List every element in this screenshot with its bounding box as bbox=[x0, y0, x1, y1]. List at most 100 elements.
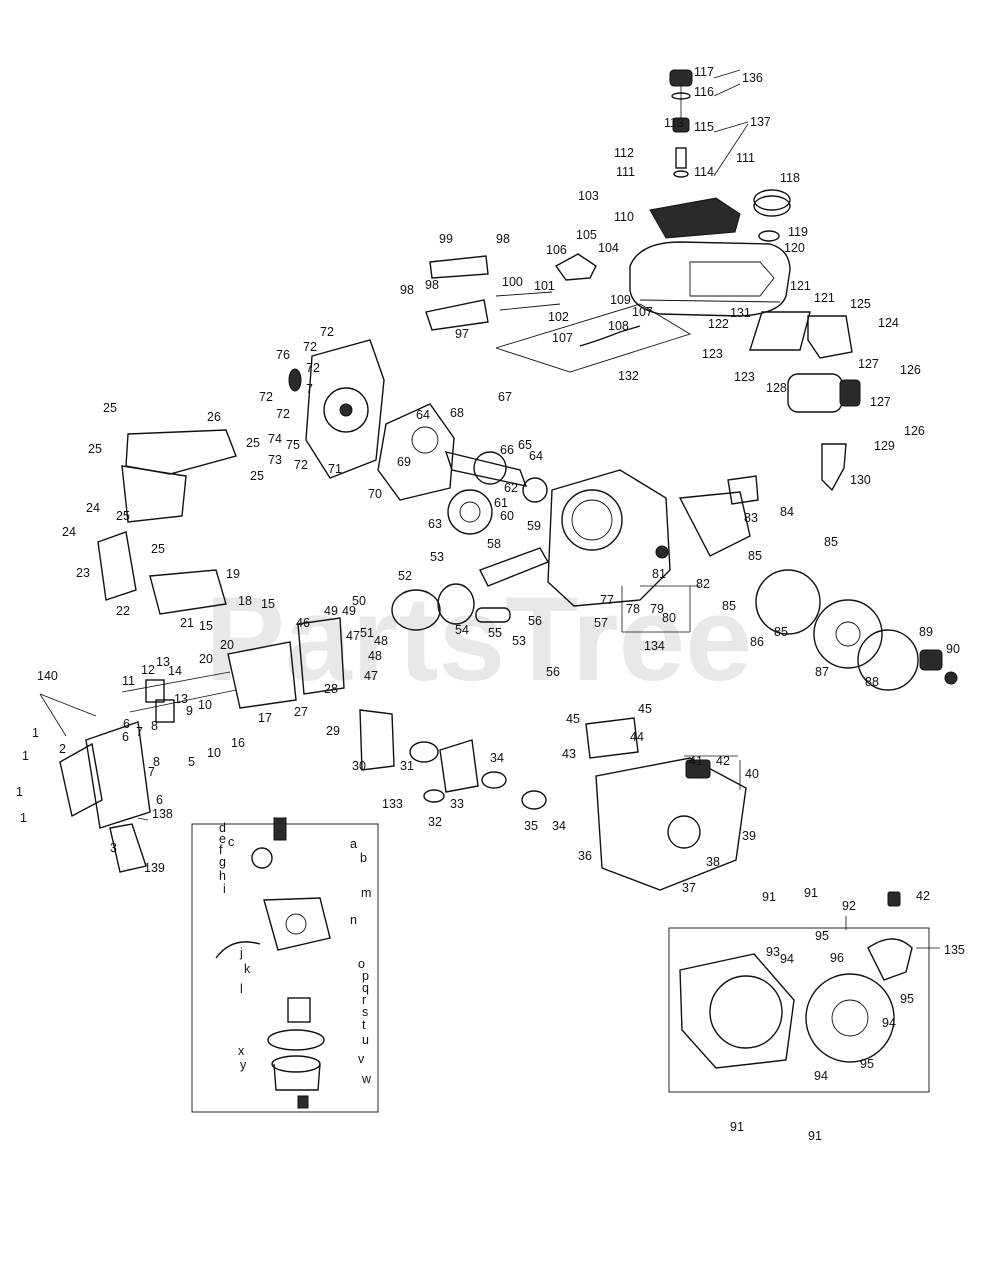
part-callout: 25 bbox=[103, 401, 117, 415]
part-callout: 110 bbox=[614, 210, 634, 224]
part-callout: 107 bbox=[552, 331, 573, 345]
part-callout: 90 bbox=[946, 642, 960, 656]
part-callout: 91 bbox=[762, 890, 776, 904]
part-callout: x bbox=[238, 1044, 245, 1058]
part-callout: 121 bbox=[790, 279, 811, 293]
part-callout: 62 bbox=[504, 481, 518, 495]
part-callout: 91 bbox=[808, 1129, 822, 1143]
part-callout: 35 bbox=[524, 819, 538, 833]
part-callout: d bbox=[219, 821, 226, 835]
part-callout: 96 bbox=[830, 951, 844, 965]
part-callout: 45 bbox=[566, 712, 580, 726]
part-callout: 95 bbox=[815, 929, 829, 943]
part-callout: o bbox=[358, 957, 365, 971]
part-callout: 8 bbox=[151, 719, 158, 733]
part-callout: 25 bbox=[88, 442, 102, 456]
part-callout: 87 bbox=[815, 665, 829, 679]
part-callout: 119 bbox=[788, 225, 808, 239]
part-callout: 26 bbox=[207, 410, 221, 424]
part-callout: 122 bbox=[708, 317, 729, 331]
part-callout: 57 bbox=[594, 616, 608, 630]
part-callout: b bbox=[360, 851, 367, 865]
leader-lines bbox=[39, 69, 940, 949]
valve-springs bbox=[121, 671, 237, 723]
part-callout: r bbox=[362, 993, 366, 1007]
part-callout: 116 bbox=[694, 85, 714, 99]
part-callout: 94 bbox=[780, 952, 794, 966]
part-callout: 66 bbox=[500, 443, 514, 457]
recoil-starter bbox=[679, 891, 913, 1069]
part-callout: 91 bbox=[730, 1120, 744, 1134]
part-callout: w bbox=[361, 1072, 372, 1086]
part-callout: 117 bbox=[694, 65, 714, 79]
part-callout: 75 bbox=[286, 438, 300, 452]
part-callout: 129 bbox=[874, 439, 895, 453]
part-callout: 136 bbox=[742, 71, 763, 85]
part-callout: 106 bbox=[546, 243, 567, 257]
part-callout: 123 bbox=[702, 347, 723, 361]
part-callout: 85 bbox=[824, 535, 838, 549]
part-callout: 25 bbox=[151, 542, 165, 556]
part-callout: 72 bbox=[276, 407, 290, 421]
part-callout: 8 bbox=[153, 755, 160, 769]
part-callout: 67 bbox=[498, 390, 512, 404]
part-callout: 78 bbox=[626, 602, 640, 616]
part-callout: 82 bbox=[696, 577, 710, 591]
part-callout: 133 bbox=[382, 797, 403, 811]
part-callout: 63 bbox=[428, 517, 442, 531]
part-callout: 97 bbox=[455, 327, 469, 341]
part-callout: 5 bbox=[188, 755, 195, 769]
part-callout: 138 bbox=[152, 807, 173, 821]
part-callout: 77 bbox=[600, 593, 614, 607]
part-callout: 58 bbox=[487, 537, 501, 551]
part-callout: 21 bbox=[180, 616, 194, 630]
part-callout: 86 bbox=[750, 635, 764, 649]
part-callout: i bbox=[223, 882, 226, 896]
part-callout: 56 bbox=[546, 665, 560, 679]
part-callout: 43 bbox=[562, 747, 576, 761]
part-callout: 111 bbox=[616, 165, 635, 179]
part-callout: 103 bbox=[578, 189, 599, 203]
part-callout: q bbox=[362, 981, 369, 995]
part-callout: 24 bbox=[62, 525, 76, 539]
part-callout: 70 bbox=[368, 487, 382, 501]
part-callout: 108 bbox=[608, 319, 629, 333]
part-callout: 39 bbox=[742, 829, 756, 843]
part-callout: 101 bbox=[534, 279, 555, 293]
part-callout: 16 bbox=[231, 736, 245, 750]
part-callout: 20 bbox=[199, 652, 213, 666]
part-callout: 46 bbox=[296, 616, 310, 630]
part-callout: j bbox=[239, 946, 243, 960]
part-callout: 30 bbox=[352, 759, 366, 773]
part-callout: v bbox=[358, 1052, 365, 1066]
part-callout: 80 bbox=[662, 611, 676, 625]
part-callout: 135 bbox=[944, 943, 965, 957]
part-callout: 55 bbox=[488, 626, 502, 640]
part-callout: 19 bbox=[226, 567, 240, 581]
part-callout: 114 bbox=[694, 165, 714, 179]
part-callout: m bbox=[361, 886, 371, 900]
part-callout: 48 bbox=[368, 649, 382, 663]
part-callout: 53 bbox=[512, 634, 526, 648]
part-callout: 13 bbox=[156, 655, 170, 669]
ignition-coil bbox=[678, 475, 759, 557]
part-callout: 85 bbox=[774, 625, 788, 639]
part-callout: 92 bbox=[842, 899, 856, 913]
part-callout: 111 bbox=[736, 151, 755, 165]
part-callout: 98 bbox=[496, 232, 510, 246]
part-callout: 7 bbox=[148, 765, 155, 779]
part-callout: 69 bbox=[397, 455, 411, 469]
part-callout: t bbox=[362, 1018, 366, 1032]
part-callout: 73 bbox=[268, 453, 282, 467]
part-callout: 33 bbox=[450, 797, 464, 811]
part-callout: 91 bbox=[804, 886, 818, 900]
part-callout: 79 bbox=[650, 602, 664, 616]
part-callout: 61 bbox=[494, 496, 508, 510]
part-callout: 9 bbox=[186, 704, 193, 718]
part-callout: 40 bbox=[745, 767, 759, 781]
gasket bbox=[377, 403, 455, 501]
part-callout: 34 bbox=[490, 751, 504, 765]
part-callout: 10 bbox=[198, 698, 212, 712]
part-callout: 107 bbox=[632, 305, 653, 319]
